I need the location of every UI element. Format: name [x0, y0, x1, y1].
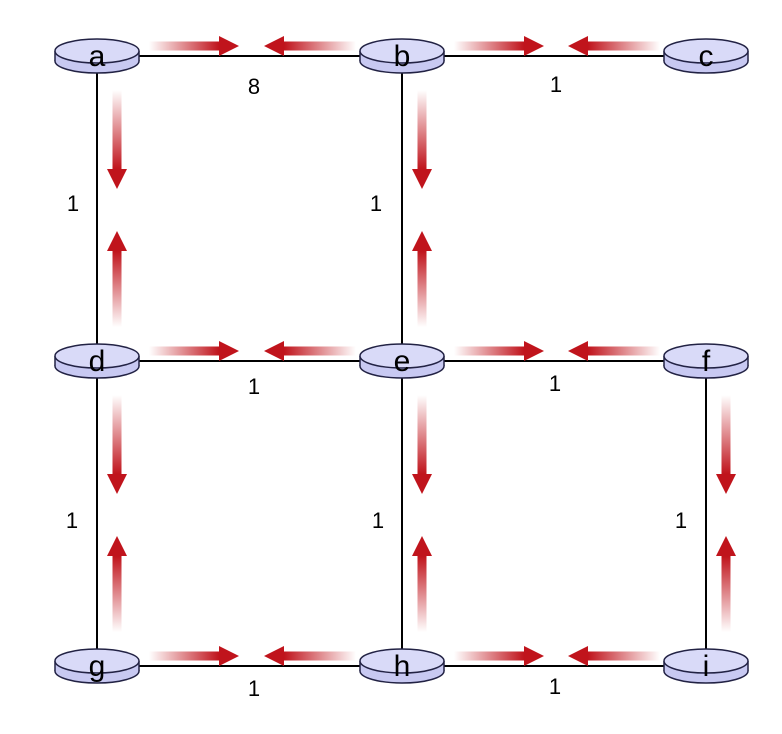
cost-label-b-c: 1	[550, 72, 562, 97]
router-label-d: d	[89, 345, 106, 378]
cost-label-e-h: 1	[372, 508, 384, 533]
router-label-f: f	[702, 345, 711, 378]
arrow-e-to-f	[454, 341, 544, 361]
router-h: h	[359, 648, 445, 684]
arrows-layer	[107, 36, 736, 666]
arrow-e-to-b	[412, 231, 432, 327]
arrow-e-to-h	[412, 395, 432, 494]
cost-labels-layer: 8 1 1 1 1 1 1 1 1 1 1	[66, 72, 687, 701]
router-label-e: e	[394, 345, 411, 378]
router-f: f	[663, 343, 749, 379]
router-label-b: b	[394, 40, 411, 73]
router-b: b	[359, 38, 445, 74]
arrow-e-to-d	[264, 341, 356, 361]
router-i: i	[663, 648, 749, 684]
arrow-i-to-f	[716, 536, 736, 632]
cost-label-d-e: 1	[248, 374, 260, 399]
router-a: a	[54, 38, 140, 74]
router-label-g: g	[89, 650, 106, 683]
router-c: c	[663, 38, 749, 74]
arrow-d-to-a	[107, 231, 127, 327]
arrow-c-to-b	[568, 36, 660, 56]
arrow-f-to-e	[568, 341, 660, 361]
router-label-i: i	[703, 650, 710, 683]
arrow-d-to-e	[149, 341, 239, 361]
arrow-b-to-c	[454, 36, 544, 56]
cost-label-b-e: 1	[370, 191, 382, 216]
arrow-d-to-g	[107, 395, 127, 494]
arrow-h-to-i	[454, 646, 544, 666]
router-label-c: c	[699, 40, 714, 73]
router-d: d	[54, 343, 140, 379]
arrow-b-to-e	[412, 90, 432, 189]
arrow-g-to-h	[149, 646, 239, 666]
arrow-h-to-g	[264, 646, 356, 666]
router-label-a: a	[89, 40, 106, 73]
arrow-i-to-h	[568, 646, 660, 666]
arrow-f-to-i	[716, 395, 736, 494]
router-g: g	[54, 648, 140, 684]
cost-label-f-i: 1	[675, 508, 687, 533]
arrow-g-to-d	[107, 536, 127, 632]
arrow-a-to-b	[149, 36, 239, 56]
cost-label-d-g: 1	[66, 508, 78, 533]
cost-label-g-h: 1	[248, 676, 260, 701]
arrow-a-to-d	[107, 90, 127, 189]
links-layer	[96, 55, 707, 667]
cost-label-e-f: 1	[549, 371, 561, 396]
arrow-b-to-a	[264, 36, 356, 56]
router-label-h: h	[394, 650, 411, 683]
routers-layer: a b c d e f g h i	[54, 38, 749, 684]
cost-label-h-i: 1	[549, 674, 561, 699]
arrow-h-to-e	[412, 536, 432, 632]
cost-label-a-d: 1	[67, 191, 79, 216]
router-e: e	[359, 343, 445, 379]
cost-label-a-b: 8	[248, 74, 260, 99]
